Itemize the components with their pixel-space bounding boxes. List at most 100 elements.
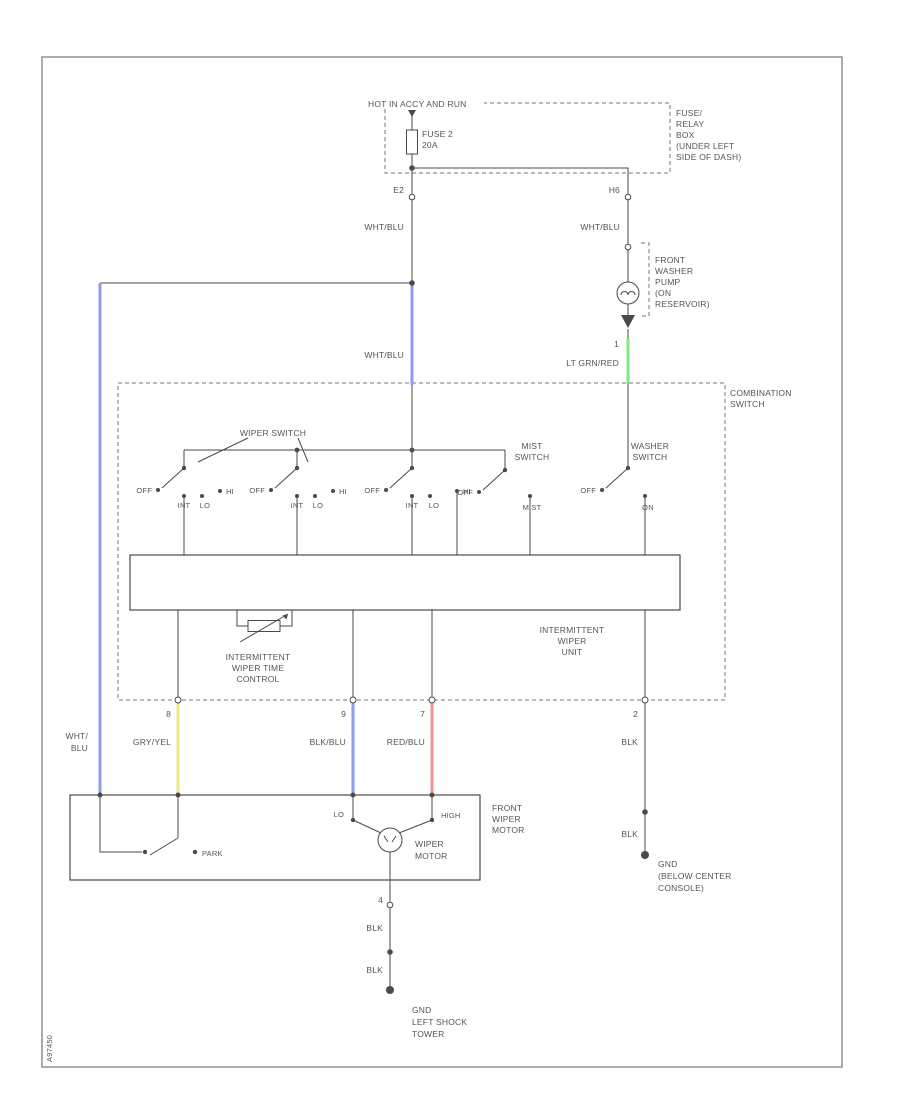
washer-pump-label-line3: PUMP xyxy=(655,277,680,287)
wiper-switch-label: WIPER SWITCH xyxy=(240,428,306,438)
junction-dots xyxy=(97,165,648,955)
motor-lo-label: LO xyxy=(334,810,344,819)
washer-on-label: ON xyxy=(642,503,654,512)
switch-arms xyxy=(161,467,629,491)
wire-label-gryyel: GRY/YEL xyxy=(133,737,171,747)
pin4-label: 4 xyxy=(378,895,383,905)
switch-feed-bus xyxy=(183,383,629,470)
potentiometer-arrowhead-icon xyxy=(282,614,288,620)
motor-park-label: PARK xyxy=(202,849,223,858)
ground-left-label-line3: TOWER xyxy=(412,1029,444,1039)
mist-switch-label-line1: MIST xyxy=(521,441,542,451)
connector-e2-icon xyxy=(408,193,416,201)
fuse-rating-label: 20A xyxy=(422,140,438,150)
wafer3-lo-label: LO xyxy=(429,501,439,510)
fuse-icon xyxy=(406,129,418,155)
connector-h6-label: H6 xyxy=(609,185,620,195)
wire-label-ltgrn: LT GRN/RED xyxy=(566,358,619,368)
fuse-box-label-line4: (UNDER LEFT xyxy=(676,141,734,151)
feed-wire-label-line1: WHT/ xyxy=(65,731,88,741)
pin2-connector-icon xyxy=(641,696,649,704)
diagram-code-label: A97450 xyxy=(45,1035,54,1062)
wafer3-off-label: OFF xyxy=(364,486,380,495)
motor-brushes-icon xyxy=(383,835,397,843)
wafer1-int-label: INT xyxy=(178,501,191,510)
wafer1-off-label: OFF xyxy=(136,486,152,495)
wiper-motor-icon xyxy=(377,827,403,853)
washer-off-label: OFF xyxy=(580,486,596,495)
wire-label-whtblu-left: WHT/BLU xyxy=(364,222,404,232)
feed-wire-label-line2: BLU xyxy=(71,743,88,753)
wire-label-whtblu-right: WHT/BLU xyxy=(580,222,620,232)
washer-pump-label-line5: RESERVOIR) xyxy=(655,299,710,309)
wire-label-blkblu: BLK/BLU xyxy=(310,737,346,747)
mist-switch-label-line2: SWITCH xyxy=(515,452,550,462)
pin8-connector-icon xyxy=(174,696,182,704)
motor-name-line1: WIPER xyxy=(415,839,444,849)
wafer2-hi-label: HI xyxy=(339,487,347,496)
wiper-motor-box xyxy=(69,794,481,881)
wiper-unit-label-line3: UNIT xyxy=(562,647,583,657)
potentiometer-arrow-icon xyxy=(239,613,289,643)
ground-right-label-line1: GND xyxy=(658,859,678,869)
wire-label-redblu: RED/BLU xyxy=(387,737,425,747)
fuse-box-label-line5: SIDE OF DASH) xyxy=(676,152,741,162)
fuse-box-label-line2: RELAY xyxy=(676,119,704,129)
power-feed-wires xyxy=(411,110,629,338)
pin8-label: 8 xyxy=(166,709,171,719)
time-control-label-line2: WIPER TIME xyxy=(232,663,285,673)
motor-label-line1: FRONT xyxy=(492,803,522,813)
pin7-label: 7 xyxy=(420,709,425,719)
wiring-black xyxy=(99,110,646,988)
fuse-relay-box-outline xyxy=(384,102,671,174)
power-source-label: HOT IN ACCY AND RUN xyxy=(368,99,466,109)
fuse-box-label-line1: FUSE/ xyxy=(676,108,702,118)
pump-connector-icon xyxy=(624,243,632,251)
feed-arrow-icon xyxy=(408,110,416,117)
wire-label-blk-right: BLK xyxy=(621,737,638,747)
combination-switch-label-line1: COMBINATION xyxy=(730,388,792,398)
wafer1-hi-label: HI xyxy=(226,487,234,496)
wiper-unit-label-line1: INTERMITTENT xyxy=(540,625,605,635)
intermittent-wiper-unit-box xyxy=(129,554,681,611)
mist-off-label: OFF xyxy=(457,488,473,497)
washer-switch-label-line1: WASHER xyxy=(631,441,669,451)
wafer3-hi-label: HI xyxy=(463,487,471,496)
pump-nozzle-icon xyxy=(621,315,635,328)
potentiometer-icon xyxy=(247,620,281,632)
motor-name-line2: MOTOR xyxy=(415,851,447,861)
washer-pump-label-line4: (ON xyxy=(655,288,671,298)
washer-pump-pin-label: 1 xyxy=(614,339,619,349)
fuse-box-label-line3: BOX xyxy=(676,130,695,140)
wafer3-int-label: INT xyxy=(406,501,419,510)
pump-impeller-icon xyxy=(620,291,636,296)
pin4-connector-icon xyxy=(386,901,394,909)
wire-label-blk-motor1: BLK xyxy=(366,923,383,933)
wafer2-lo-label: LO xyxy=(313,501,323,510)
pin7-connector-icon xyxy=(428,696,436,704)
wiper-switch-leaders xyxy=(197,437,309,463)
mist-on-label: MIST xyxy=(523,503,542,512)
time-control-loop xyxy=(236,610,293,627)
fuse-name-label: FUSE 2 xyxy=(422,129,453,139)
wire-label-blk-motor2: BLK xyxy=(366,965,383,975)
washer-switch-label-line2: SWITCH xyxy=(633,452,668,462)
unit-output-wires xyxy=(177,610,646,855)
washer-pump-label-line2: WASHER xyxy=(655,266,693,276)
wafer1-lo-label: LO xyxy=(200,501,210,510)
power-label-backdrop xyxy=(364,97,484,109)
motor-high-label: HIGH xyxy=(441,811,461,820)
ground-left-label-line1: GND xyxy=(412,1005,432,1015)
motor-label-line2: WIPER xyxy=(492,814,521,824)
ground-right-icon xyxy=(641,851,649,859)
switch-output-wires xyxy=(183,491,646,555)
pin9-label: 9 xyxy=(341,709,346,719)
motor-internal-wires xyxy=(99,795,433,988)
connector-e2-label: E2 xyxy=(393,185,404,195)
motor-label-line3: MOTOR xyxy=(492,825,524,835)
diagram-border xyxy=(41,56,843,1068)
combination-switch-outline xyxy=(117,382,726,701)
ground-right-label-line3: CONSOLE) xyxy=(658,883,704,893)
